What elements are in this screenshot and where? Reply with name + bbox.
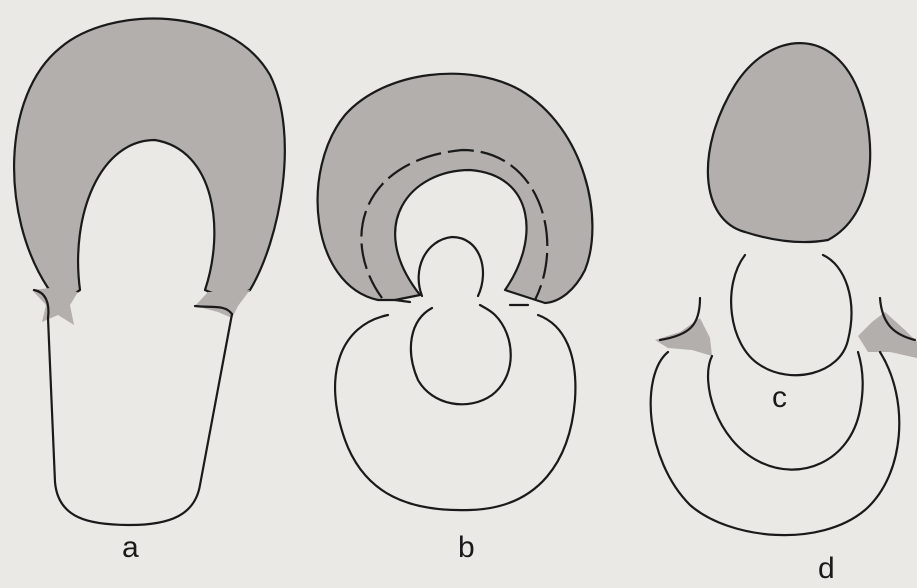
panel-c-inner-lobe [731,255,851,375]
panel-d-star-left [655,318,712,356]
panel-b-small-lobe-upper [419,237,483,296]
panel-a: a [14,19,285,564]
panel-a-star-left [32,288,78,325]
label-a: a [122,531,139,564]
panel-d-u-shape [651,352,900,535]
panel-a-star-right [195,290,250,318]
panel-c-shaded-egg [708,43,870,242]
panel-a-lower-body [48,314,232,525]
label-d: d [818,552,835,585]
label-b: b [458,531,475,564]
panel-b-lower-inner [411,305,511,404]
panel-b-shaded-cap [318,74,593,303]
panel-d-star-right [858,312,917,358]
panel-cd: c d [651,43,917,585]
panel-b: b [318,74,593,564]
panel-b-lower-outer [335,315,575,510]
label-c: c [772,381,787,414]
panel-b-tick-left [395,300,410,302]
panel-a-shaded-cap [14,19,285,296]
